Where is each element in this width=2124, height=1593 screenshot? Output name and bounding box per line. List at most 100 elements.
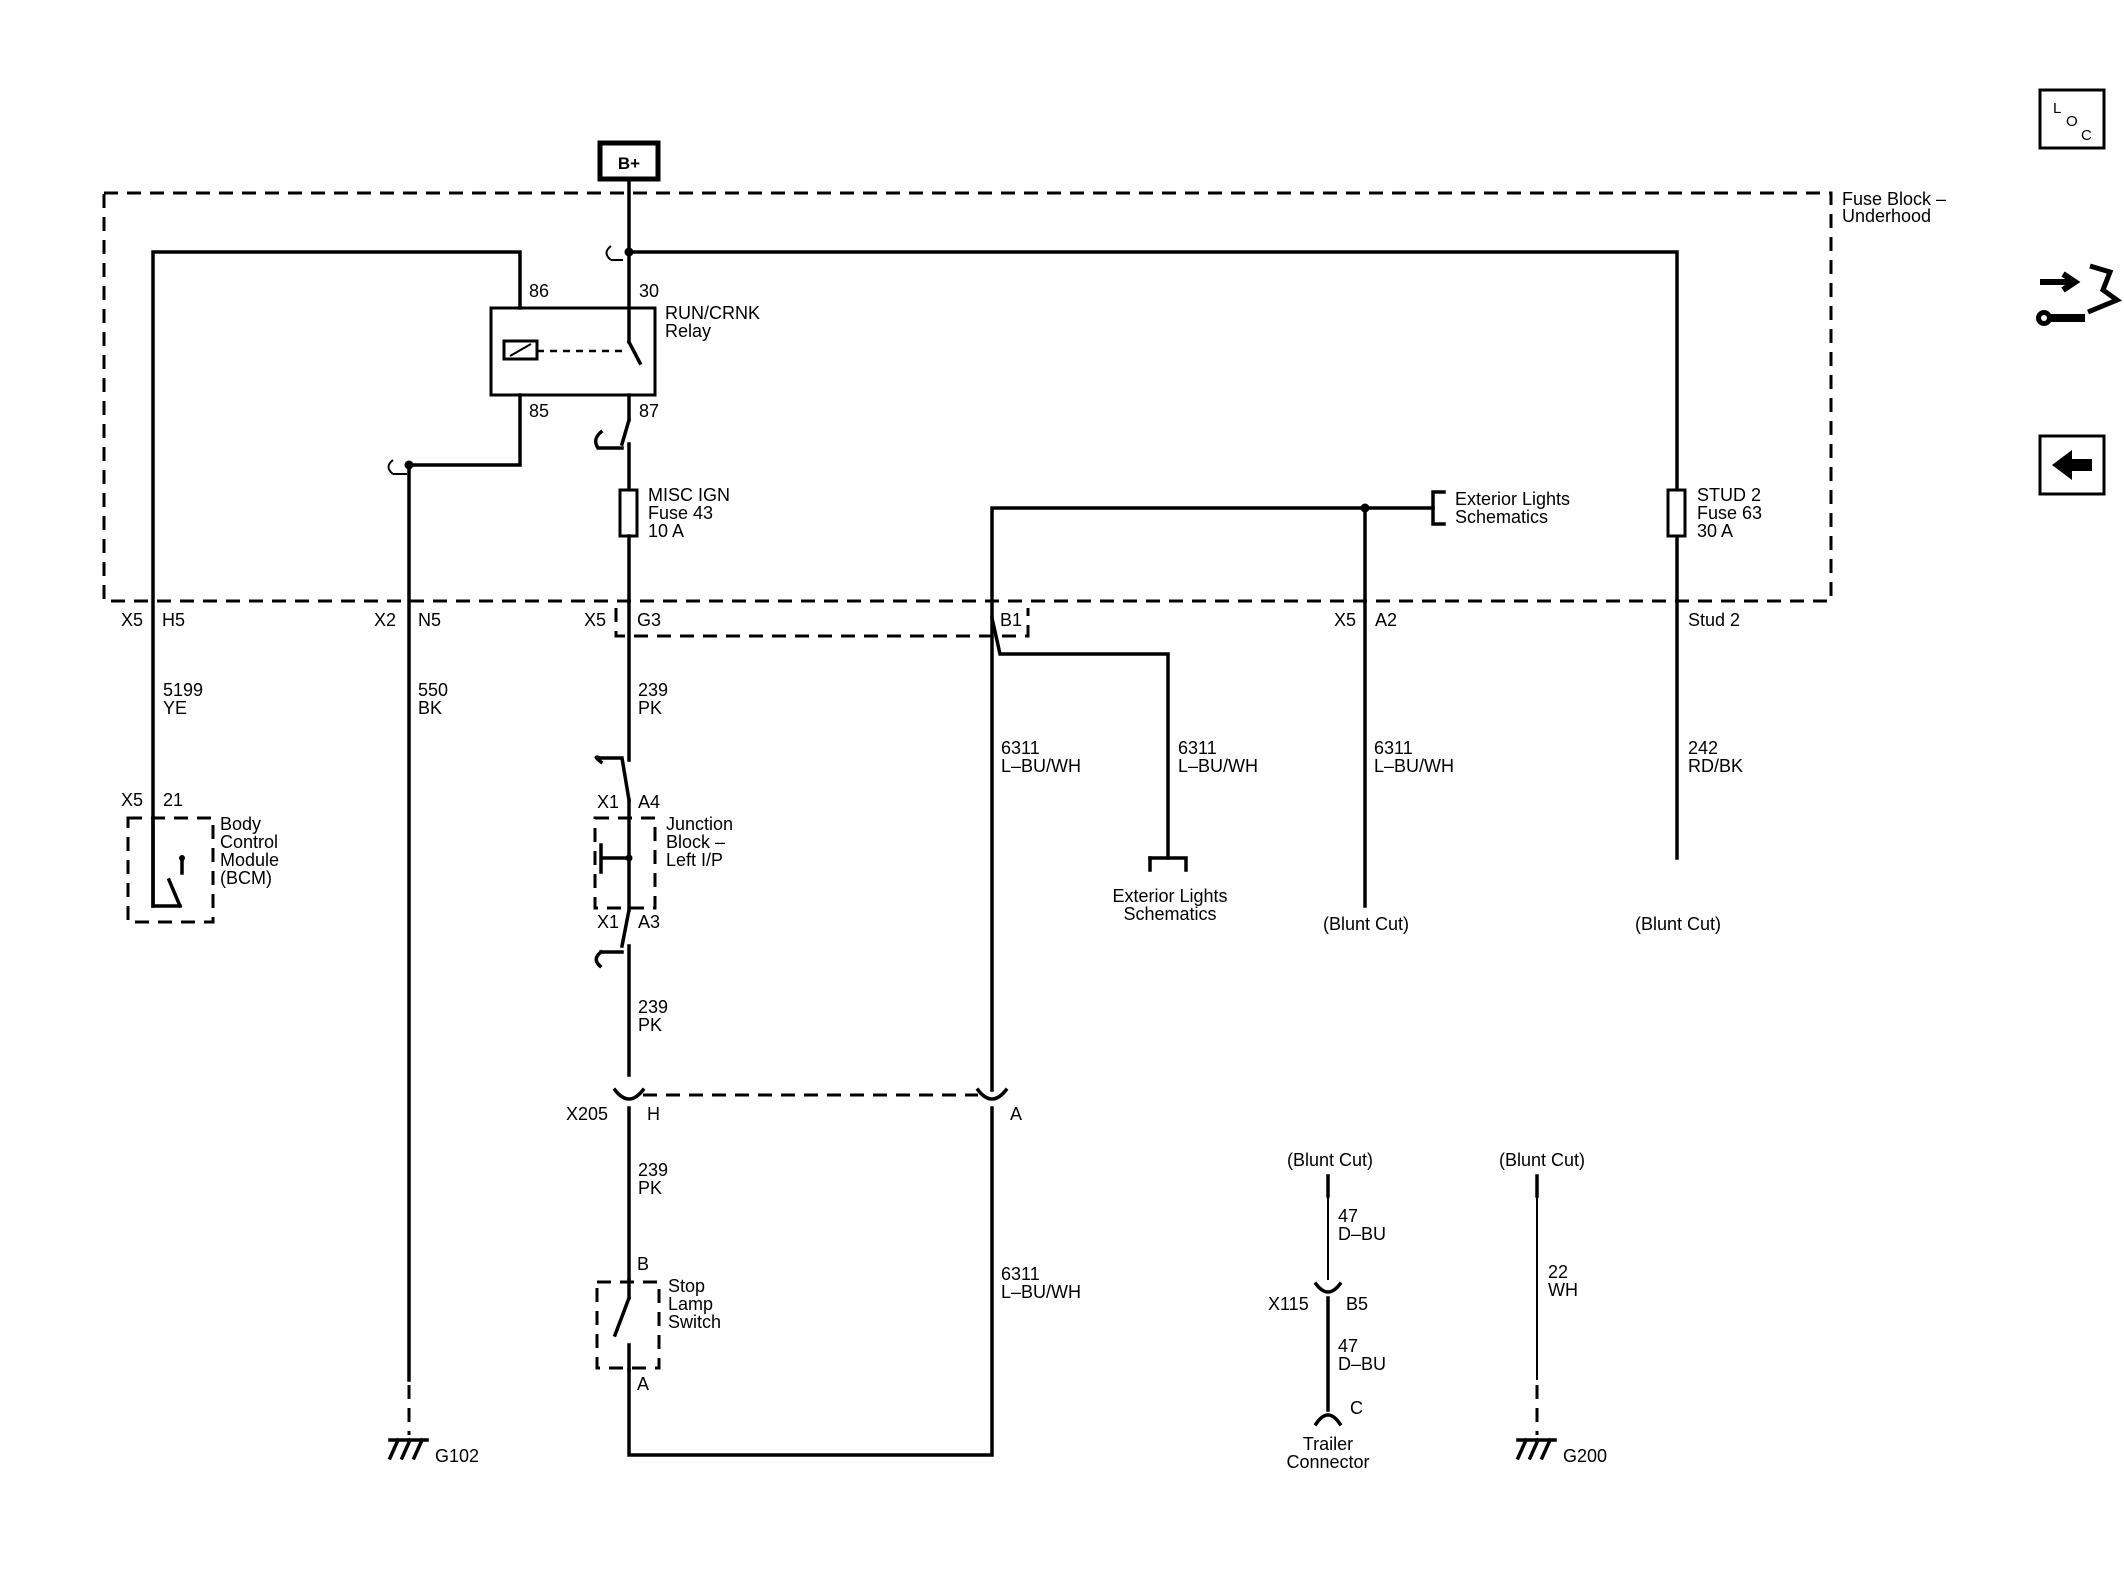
conn-x115: X115	[1268, 1294, 1309, 1314]
wire-6311d-color: L–BU/WH	[1001, 1282, 1081, 1302]
conn-x2-n5-conn: X2	[374, 610, 396, 630]
stop-switch-line2: Lamp	[668, 1294, 713, 1314]
run-crnk-relay-body	[489, 306, 657, 397]
battery-positive-box	[597, 140, 661, 182]
conn-x5-21-pin: 21	[163, 790, 183, 810]
conn-x5-a2-pin: A2	[1375, 610, 1397, 630]
fuse63-line2: Fuse 63	[1697, 503, 1762, 523]
relay-pin-30: 30	[639, 281, 659, 301]
fuse-63	[1666, 488, 1687, 538]
back-arrow-icon[interactable]	[2038, 434, 2106, 496]
relay-pin-87: 87	[639, 401, 659, 421]
wire-550-circuit: 550	[418, 680, 448, 700]
fuse63-line3: 30 A	[1697, 521, 1733, 541]
wire-47b-color: D–BU	[1338, 1354, 1386, 1374]
wire-239b-color: PK	[638, 1015, 662, 1035]
conn-x2-n5-pin: N5	[418, 610, 441, 630]
ext-lights-mid-2: Schematics	[1123, 904, 1216, 924]
fuse43-line1: MISC IGN	[648, 485, 730, 505]
relay-pin-85: 85	[529, 401, 549, 421]
wire-6311c-color: L–BU/WH	[1374, 756, 1454, 776]
wire-6311a-color: L–BU/WH	[1001, 756, 1081, 776]
bcm-line2: Control	[220, 832, 278, 852]
blunt-cut-stud2: (Blunt Cut)	[1635, 914, 1721, 934]
fuse-block-title: Fuse Block –	[1842, 189, 1946, 209]
bcm-line1: Body	[220, 814, 261, 834]
connector-tools-icon[interactable]	[2036, 263, 2123, 326]
relay-name-1: RUN/CRNK	[665, 303, 760, 323]
relay-pin-86: 86	[529, 281, 549, 301]
wire-242-circuit: 242	[1688, 738, 1718, 758]
stop-switch-line1: Stop	[668, 1276, 705, 1296]
stop-switch-pin-a: A	[637, 1374, 649, 1394]
ext-lights-mid-1: Exterior Lights	[1112, 886, 1227, 906]
wire-47b-circuit: 47	[1338, 1336, 1358, 1356]
conn-x5-a2-conn: X5	[1334, 610, 1356, 630]
conn-x205-a: A	[1010, 1104, 1022, 1124]
wire-242-color: RD/BK	[1688, 756, 1743, 776]
wire-6311a-circuit: 6311	[1001, 738, 1040, 758]
wire-5199-color: YE	[163, 698, 187, 718]
conn-x115-pin: B5	[1346, 1294, 1368, 1314]
conn-x5-g3-pin: G3	[637, 610, 661, 630]
stop-switch-line3: Switch	[668, 1312, 721, 1332]
wire-6311b-color: L–BU/WH	[1178, 756, 1258, 776]
wire-47a-circuit: 47	[1338, 1206, 1358, 1226]
conn-b1-pin: B1	[1000, 610, 1022, 630]
loc-l: L	[2053, 100, 2061, 117]
wire-239c-color: PK	[638, 1178, 662, 1198]
conn-x205: X205	[566, 1104, 608, 1124]
ground-g200-label: G200	[1563, 1446, 1607, 1466]
blunt-cut-w47: (Blunt Cut)	[1287, 1150, 1373, 1170]
relay-name-2: Relay	[665, 321, 711, 341]
wire-47a-color: D–BU	[1338, 1224, 1386, 1244]
wire-239a-circuit: 239	[638, 680, 668, 700]
wire-6311d-circuit: 6311	[1001, 1264, 1040, 1284]
fuse-block-subtitle: Underhood	[1842, 206, 1931, 226]
conn-x5-h5-pin: H5	[162, 610, 185, 630]
stop-switch-pin-b: B	[637, 1254, 649, 1274]
blunt-cut-w22: (Blunt Cut)	[1499, 1150, 1585, 1170]
fuse-43	[618, 488, 639, 538]
fuse43-line2: Fuse 43	[648, 503, 713, 523]
loc-o: O	[2066, 113, 2078, 130]
wire-550-color: BK	[418, 698, 442, 718]
trailer-line2: Connector	[1286, 1452, 1369, 1472]
conn-x1-a3-conn: X1	[597, 912, 619, 932]
junction-line1: Junction	[666, 814, 733, 834]
junction-block-box	[593, 816, 657, 910]
wire-239b-circuit: 239	[638, 997, 668, 1017]
loc-c: C	[2081, 127, 2092, 144]
wire-6311b-circuit: 6311	[1178, 738, 1217, 758]
conn-x5-h5-conn: X5	[121, 610, 143, 630]
conn-x5-g3-conn: X5	[584, 610, 606, 630]
ext-lights-top-2: Schematics	[1455, 507, 1548, 527]
conn-x1-a4-pin: A4	[638, 792, 660, 812]
wire-22-color: WH	[1548, 1280, 1578, 1300]
wire-5199-circuit: 5199	[163, 680, 203, 700]
battery-positive-label: B+	[618, 154, 640, 173]
location-icon[interactable]: L O C	[2038, 88, 2106, 150]
wire-239a-color: PK	[638, 698, 662, 718]
ext-lights-top-1: Exterior Lights	[1455, 489, 1570, 509]
trailer-pin-c: C	[1350, 1398, 1363, 1418]
conn-x205-h: H	[647, 1104, 660, 1124]
junction-line2: Block –	[666, 832, 725, 852]
wire-6311c-circuit: 6311	[1374, 738, 1413, 758]
wire-239c-circuit: 239	[638, 1160, 668, 1180]
blunt-cut-a2: (Blunt Cut)	[1323, 914, 1409, 934]
conn-stud2-pin: Stud 2	[1688, 610, 1740, 630]
ground-g102-label: G102	[435, 1446, 479, 1466]
wire-22-circuit: 22	[1548, 1262, 1568, 1282]
bcm-box	[126, 816, 215, 924]
bcm-line4: (BCM)	[220, 868, 272, 888]
fuse43-line3: 10 A	[648, 521, 684, 541]
bcm-line3: Module	[220, 850, 279, 870]
conn-x1-a3-pin: A3	[638, 912, 660, 932]
fuse-block-boundary	[102, 191, 1833, 603]
conn-x5-21-conn: X5	[121, 790, 143, 810]
conn-x1-a4-conn: X1	[597, 792, 619, 812]
trailer-line1: Trailer	[1303, 1434, 1353, 1454]
fuse63-line1: STUD 2	[1697, 485, 1761, 505]
